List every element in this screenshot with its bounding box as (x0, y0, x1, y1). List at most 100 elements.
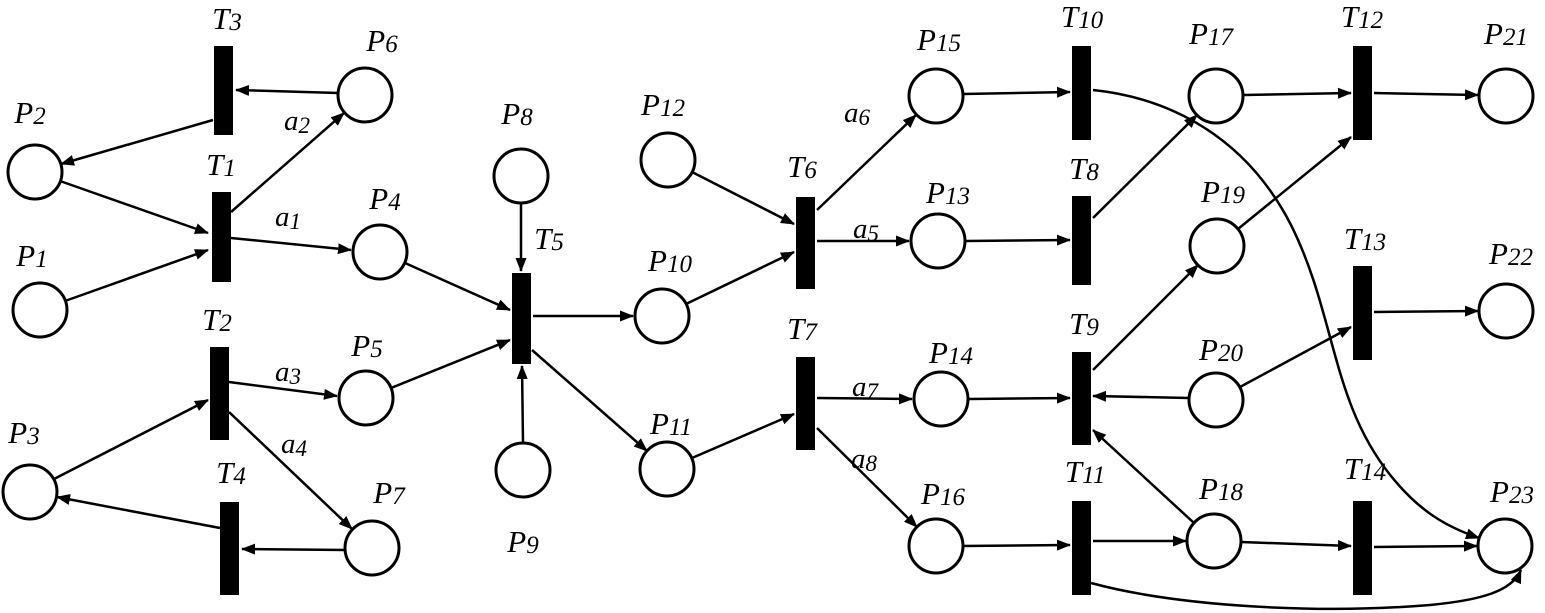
arc-T8-P17 (1092, 114, 1198, 219)
arc-T6-P15 (816, 114, 917, 211)
transition-T9 (1072, 352, 1091, 445)
arc-label-a2: a2 (284, 105, 310, 138)
arc-P19-T12 (1237, 136, 1352, 230)
place-P11 (638, 440, 696, 498)
arc-label-a1: a1 (275, 201, 301, 234)
transition-label-T5: T5 (534, 221, 564, 256)
transition-T11 (1072, 501, 1091, 595)
place-P13 (909, 212, 967, 270)
arc-P20-T13 (1239, 325, 1352, 389)
place-label-P13: P13 (925, 175, 970, 210)
arc-T14-P23 (1373, 540, 1478, 552)
arc-T7-P14 (816, 393, 913, 405)
place-label-P6: P6 (365, 23, 398, 58)
transition-T10 (1072, 46, 1091, 140)
place-P18 (1185, 512, 1243, 570)
place-P2 (6, 143, 64, 201)
place-label-P4: P4 (368, 181, 400, 216)
transition-label-T9: T9 (1069, 306, 1099, 341)
place-P16 (907, 517, 965, 575)
arc-P7-T4 (241, 543, 346, 555)
arc-label-a4: a4 (281, 428, 307, 461)
place-P5 (337, 369, 395, 427)
place-label-P23: P23 (1489, 474, 1534, 509)
transition-label-T7: T7 (787, 311, 818, 346)
place-label-P8: P8 (500, 96, 533, 131)
place-P22 (1477, 282, 1535, 340)
place-P14 (912, 370, 970, 428)
arc-P1-T1 (64, 248, 209, 303)
place-label-P9: P9 (506, 524, 539, 559)
arc-P20-T9 (1092, 390, 1190, 402)
place-label-P2: P2 (13, 95, 45, 130)
nodes-layer (1, 46, 1535, 595)
transition-label-T1: T1 (206, 147, 236, 182)
transition-label-T2: T2 (202, 302, 232, 337)
transition-T4 (220, 502, 239, 595)
arc-T5-P11 (531, 349, 648, 452)
place-P6 (336, 66, 394, 124)
transition-T12 (1353, 46, 1372, 140)
place-label-P14: P14 (928, 335, 973, 370)
place-label-P3: P3 (7, 415, 39, 450)
place-label-P22: P22 (1488, 236, 1533, 271)
arc-P10-T6 (685, 250, 795, 306)
arc-P2-T1 (59, 179, 209, 235)
transition-label-T14: T14 (1344, 451, 1386, 486)
transition-T1 (212, 192, 231, 282)
arc-P18-T9 (1092, 429, 1195, 524)
place-P8 (492, 147, 550, 205)
arc-T11-P23 (1090, 569, 1523, 611)
place-label-P21: P21 (1483, 16, 1528, 51)
place-label-P16: P16 (920, 476, 965, 511)
transition-label-T4: T4 (216, 455, 246, 490)
arc-P9-T5 (516, 365, 528, 443)
place-P20 (1187, 371, 1245, 429)
place-label-P15: P15 (916, 22, 961, 57)
arc-label-a7: a7 (852, 371, 880, 404)
arc-P16-T11 (962, 539, 1071, 551)
arc-T1-P6 (230, 112, 345, 213)
arc-T9-P19 (1092, 264, 1199, 371)
arc-T3-P2 (60, 118, 214, 166)
arc-T1-P4 (230, 236, 352, 255)
place-P19 (1188, 217, 1246, 275)
place-P1 (11, 281, 69, 339)
arc-label-a3: a3 (275, 356, 301, 389)
arc-T2-P5 (228, 380, 338, 400)
arc-P5-T5 (390, 338, 511, 390)
arc-T13-P22 (1373, 305, 1479, 317)
arc-T2-P7 (228, 411, 353, 530)
transition-label-T10: T10 (1061, 0, 1104, 34)
arc-T7-P16 (816, 427, 918, 528)
arc-P12-T6 (691, 170, 795, 226)
arc-P18-T14 (1240, 540, 1352, 552)
transition-T2 (210, 347, 229, 440)
place-P7 (343, 519, 401, 577)
arc-P14-T9 (968, 392, 1071, 404)
transition-label-T3: T3 (212, 1, 242, 36)
place-label-P5: P5 (350, 328, 382, 363)
place-label-P10: P10 (647, 243, 692, 278)
arc-label-a6: a6 (844, 97, 871, 130)
arc-P11-T7 (691, 412, 795, 460)
place-label-P7: P7 (372, 475, 406, 510)
arc-P3-T2 (53, 398, 209, 481)
place-label-P20: P20 (1198, 332, 1243, 367)
place-P3 (1, 463, 59, 521)
transition-label-T13: T13 (1344, 221, 1386, 256)
arc-P4-T5 (404, 261, 511, 312)
arc-P17-T12 (1243, 87, 1352, 99)
place-P23 (1476, 517, 1534, 575)
transition-label-T6: T6 (787, 149, 817, 184)
arc-P13-T8 (965, 234, 1071, 246)
arc-T12-P21 (1373, 89, 1479, 101)
transition-label-T12: T12 (1341, 0, 1383, 34)
arc-T4-P3 (56, 494, 221, 530)
labels-layer: P1P2P3P4P5P6P7P8P9P10P11P12P13P14P15P16P… (7, 0, 1534, 559)
transition-T3 (214, 46, 233, 135)
place-P17 (1187, 67, 1245, 125)
place-P15 (907, 67, 965, 125)
